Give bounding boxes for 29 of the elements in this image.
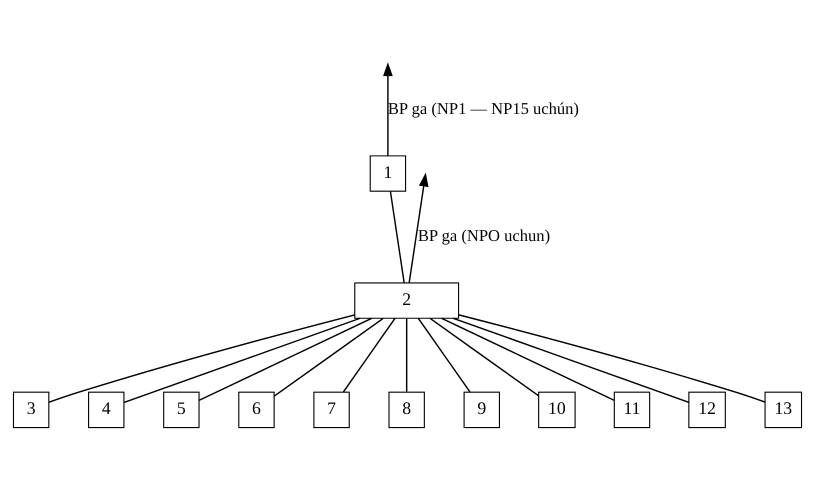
arrow <box>408 172 429 283</box>
connector <box>430 318 539 396</box>
node-box: 11 <box>614 392 650 428</box>
node-box: 6 <box>238 392 275 428</box>
node-box: 12 <box>688 392 726 428</box>
node-box: 7 <box>313 392 350 428</box>
connector <box>406 318 408 392</box>
connector <box>441 318 615 402</box>
node-box: 3 <box>12 392 50 428</box>
arrow <box>383 62 393 156</box>
edge-label: BP ga (NP1 — NP15 uchún) <box>388 98 579 118</box>
connector <box>453 318 689 403</box>
node-box: 1 <box>370 155 406 192</box>
node-box: 4 <box>88 392 124 428</box>
connector <box>458 314 766 403</box>
connector <box>274 318 384 397</box>
connector <box>124 318 360 404</box>
node-box: 9 <box>464 392 500 428</box>
connector <box>390 192 405 283</box>
connector <box>48 314 355 403</box>
connector <box>198 318 372 402</box>
node-box: 5 <box>163 392 200 428</box>
node-box: 8 <box>388 392 425 428</box>
connector <box>342 318 396 392</box>
node-box: 10 <box>538 392 576 428</box>
node-box: 13 <box>764 392 802 428</box>
edge-label: BP ga (NPO uchun) <box>418 226 550 245</box>
connector <box>418 318 471 392</box>
node-box: 2 <box>354 282 460 319</box>
